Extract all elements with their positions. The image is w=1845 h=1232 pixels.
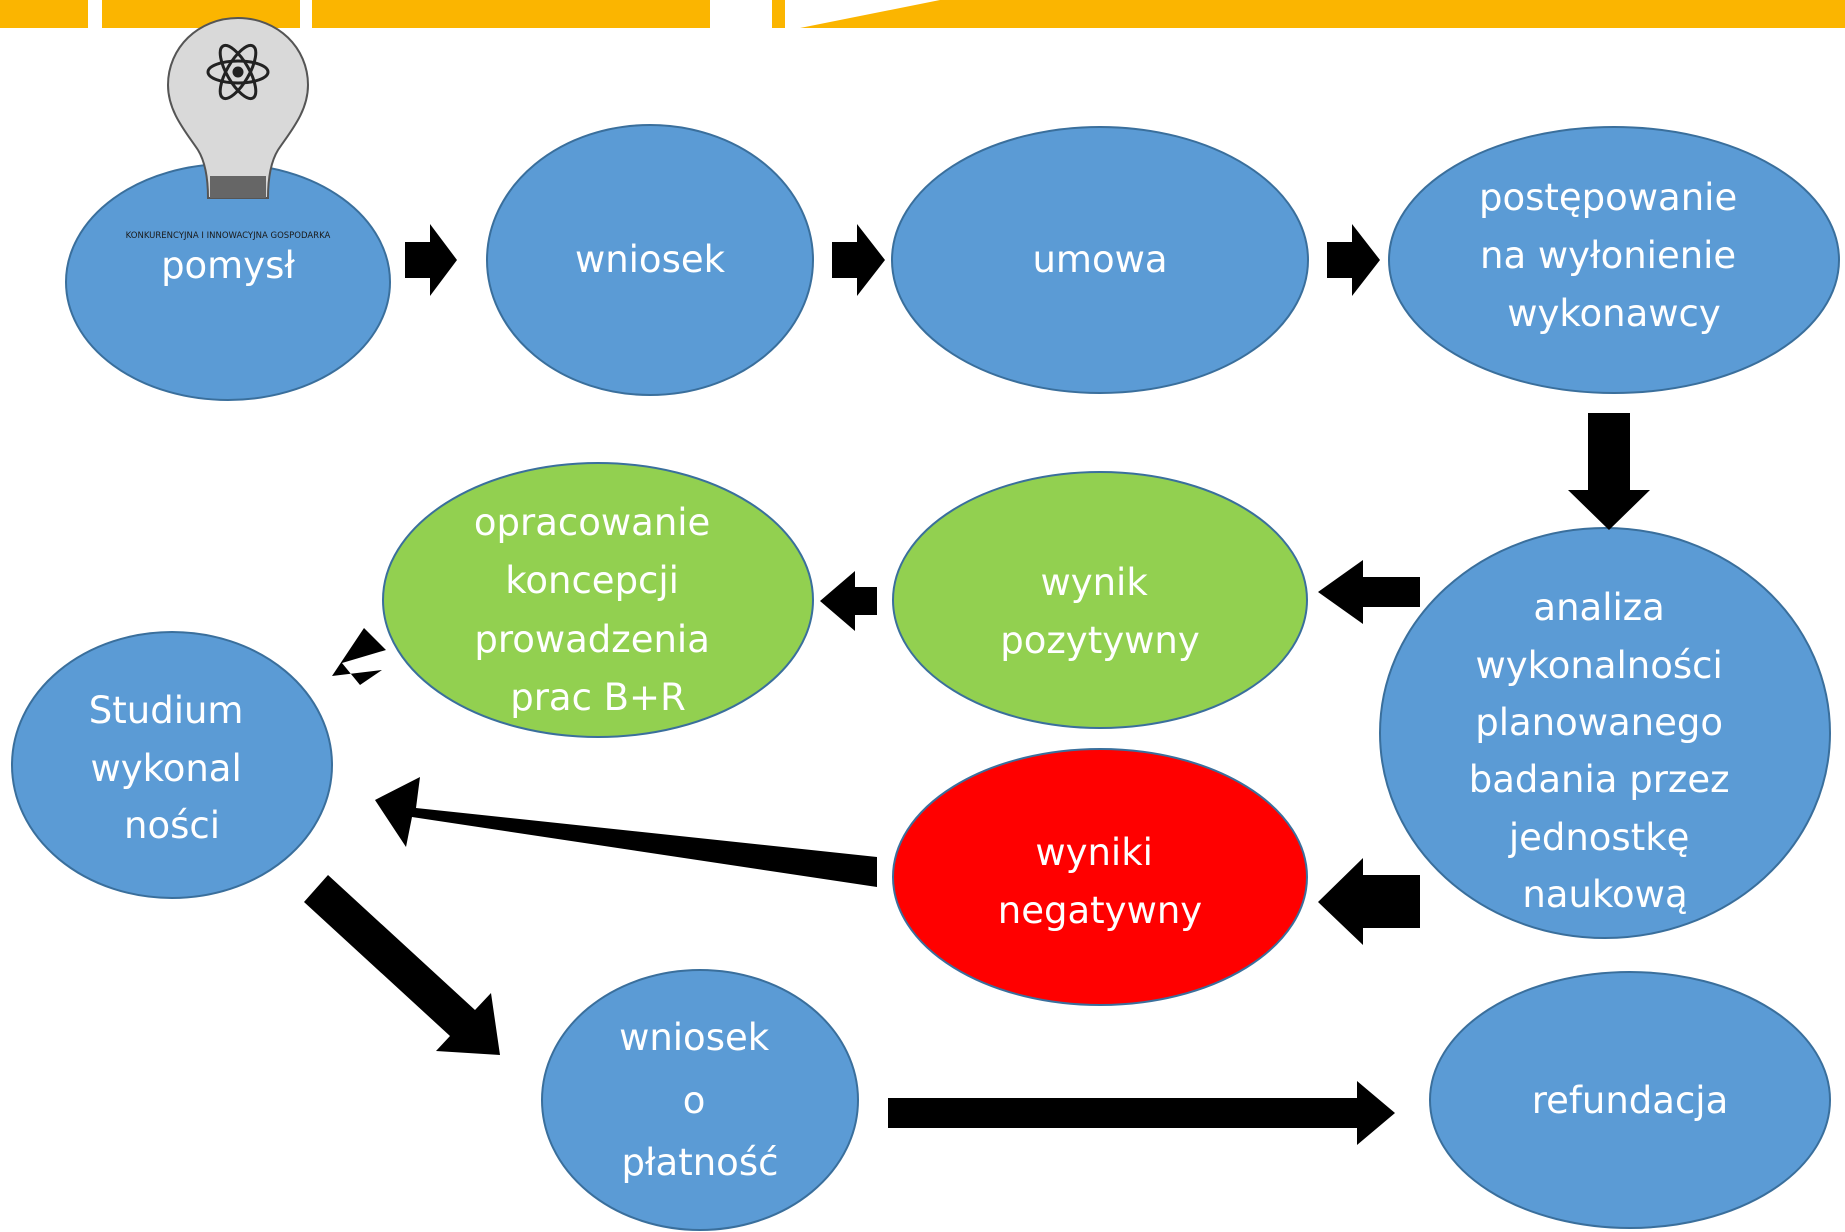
- banner-gap-1: [88, 0, 102, 28]
- arrow-negatywny-to-studium: [375, 777, 877, 887]
- label-wyniki-negatywny-line: negatywny: [998, 889, 1202, 932]
- node-opracowanie: [382, 462, 814, 738]
- label-analiza-line: planowanego: [1475, 701, 1723, 744]
- arrow-pozytywny-to-opracowanie: [820, 571, 877, 631]
- node-wynik-pozytywny: [892, 471, 1308, 729]
- node-umowa: [891, 126, 1309, 394]
- label-postepowanie-line: na wyłonienie: [1480, 234, 1736, 277]
- label-wniosek-platnosc-line: płatność: [622, 1141, 779, 1184]
- node-postepowanie: [1388, 126, 1840, 394]
- node-wniosek: [486, 124, 814, 396]
- label-studium-line: wykonal: [90, 747, 241, 790]
- banner-notch: [785, 0, 940, 28]
- bulb-base: [210, 176, 266, 198]
- arrow-platnosc-to-refundacja: [888, 1081, 1395, 1145]
- label-analiza-line: jednostkę: [1508, 816, 1690, 859]
- label-wynik-pozytywny-line: wynik: [1040, 561, 1148, 604]
- label-refundacja: refundacja: [1532, 1079, 1729, 1122]
- node-studium: [11, 631, 333, 899]
- label-pomysl: pomysł: [161, 244, 295, 287]
- label-wynik-pozytywny-line: pozytywny: [1000, 619, 1199, 662]
- arrow-umowa-to-postepowanie: [1327, 224, 1380, 296]
- label-studium: Studium wykonal ności: [89, 689, 255, 847]
- label-opracowanie-line: koncepcji: [505, 559, 679, 602]
- label-analiza: analiza wykonalności planowanego badania…: [1469, 586, 1742, 916]
- atom-icon: [206, 43, 270, 101]
- label-wniosek-platnosc-line: o: [683, 1079, 706, 1122]
- label-umowa: umowa: [1032, 238, 1167, 281]
- node-wyniki-negatywny: [892, 748, 1308, 1006]
- arrow-analiza-to-wynik-pozytywny: [1318, 560, 1420, 624]
- label-opracowanie-line: prac B+R: [510, 676, 686, 719]
- arrow-wniosek-to-umowa: [832, 224, 885, 296]
- node-analiza: [1379, 527, 1831, 939]
- label-analiza-line: badania przez: [1469, 758, 1730, 801]
- arrow-analiza-to-wyniki-negatywny: [1318, 858, 1420, 945]
- label-wniosek-platnosc-line: wniosek: [619, 1016, 770, 1059]
- banner-gap-3: [710, 0, 772, 28]
- label-postepowanie: postępowanie na wyłonienie wykonawcy: [1479, 176, 1749, 335]
- logo: KONKURENCYJNA I INNOWACYJNA GOSPODARKA: [126, 16, 331, 241]
- label-analiza-line: analiza: [1533, 586, 1664, 629]
- top-banner: [0, 0, 1845, 28]
- label-postepowanie-line: wykonawcy: [1507, 292, 1721, 335]
- label-analiza-line: wykonalności: [1475, 644, 1722, 687]
- node-refundacja: [1429, 971, 1831, 1229]
- label-opracowanie-line: opracowanie: [474, 501, 710, 544]
- arrow-opracowanie-to-studium: [332, 628, 386, 685]
- label-wynik-pozytywny: wynik pozytywny: [1000, 561, 1199, 662]
- arrow-pomysl-to-wniosek: [405, 224, 457, 296]
- banner-gap-2: [300, 0, 312, 28]
- label-wniosek: wniosek: [575, 238, 726, 281]
- label-studium-line: Studium: [89, 689, 244, 732]
- label-studium-line: ności: [124, 804, 220, 847]
- node-wniosek-platnosc: [541, 969, 859, 1231]
- label-wyniki-negatywny: wyniki negatywny: [998, 831, 1202, 932]
- label-analiza-line: naukową: [1522, 873, 1687, 916]
- arrow-postepowanie-to-analiza: [1568, 413, 1650, 530]
- arrow-studium-to-wniosek-platnosc: [304, 875, 500, 1055]
- label-opracowanie: opracowanie koncepcji prowadzenia prac B…: [474, 501, 722, 719]
- label-wyniki-negatywny-line: wyniki: [1035, 831, 1153, 874]
- label-wniosek-platnosc: wniosek o płatność: [619, 1016, 781, 1184]
- label-opracowanie-line: prowadzenia: [474, 618, 710, 661]
- logo-caption: KONKURENCYJNA I INNOWACYJNA GOSPODARKA: [126, 231, 331, 241]
- banner-bar: [0, 0, 1845, 28]
- label-postepowanie-line: postępowanie: [1479, 176, 1737, 219]
